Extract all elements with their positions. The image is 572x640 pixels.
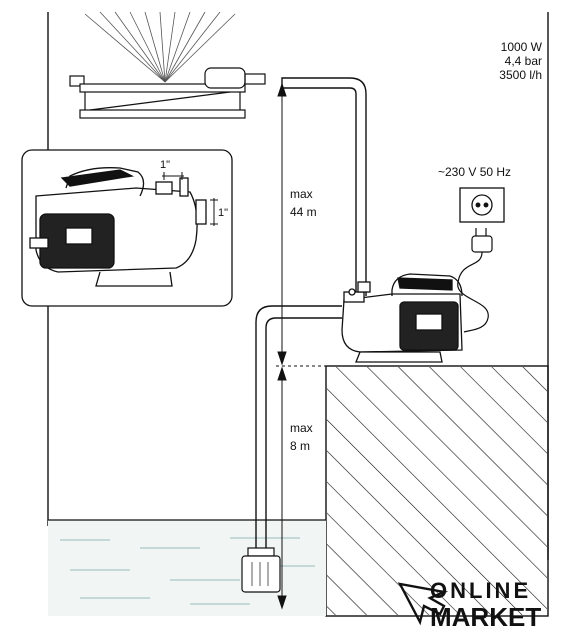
suction-max-value: 8 m [290,439,310,453]
spec-power: 1000 W [500,40,542,54]
supply-voltage-label: ~230 V 50 Hz [438,165,511,179]
inset-inlet-size: 1" [218,207,228,219]
sprinkler-icon [69,11,266,119]
plug-icon [457,228,493,333]
pump-specifications: 1000 W 4,4 bar 3500 l/h [499,40,542,82]
inset-outlet-size: 1" [160,159,170,171]
suction-max-label: max [290,421,313,435]
discharge-hose-outer [281,77,367,296]
suction-hose-outer [255,305,342,548]
pump-icon [341,273,463,363]
logo-line-2: MARKET [430,602,542,632]
pump-detail-inset: 1" 1" [21,149,233,307]
foot-valve-icon [241,547,281,593]
discharge-max-value: 44 m [290,205,317,219]
spec-pressure: 4,4 bar [504,54,542,68]
cursor-arrow-icon [397,582,449,626]
discharge-max-label: max [290,187,313,201]
socket-icon [459,187,505,223]
ground-block [325,365,549,617]
ground-hatch [327,367,547,615]
spec-flow: 3500 l/h [499,68,542,82]
online-market-logo: ONLINE MARKET [400,574,560,634]
discharge-hose-inner [282,87,357,296]
logo-line-1: ONLINE [430,578,532,603]
suction-hose-inner [265,317,342,548]
